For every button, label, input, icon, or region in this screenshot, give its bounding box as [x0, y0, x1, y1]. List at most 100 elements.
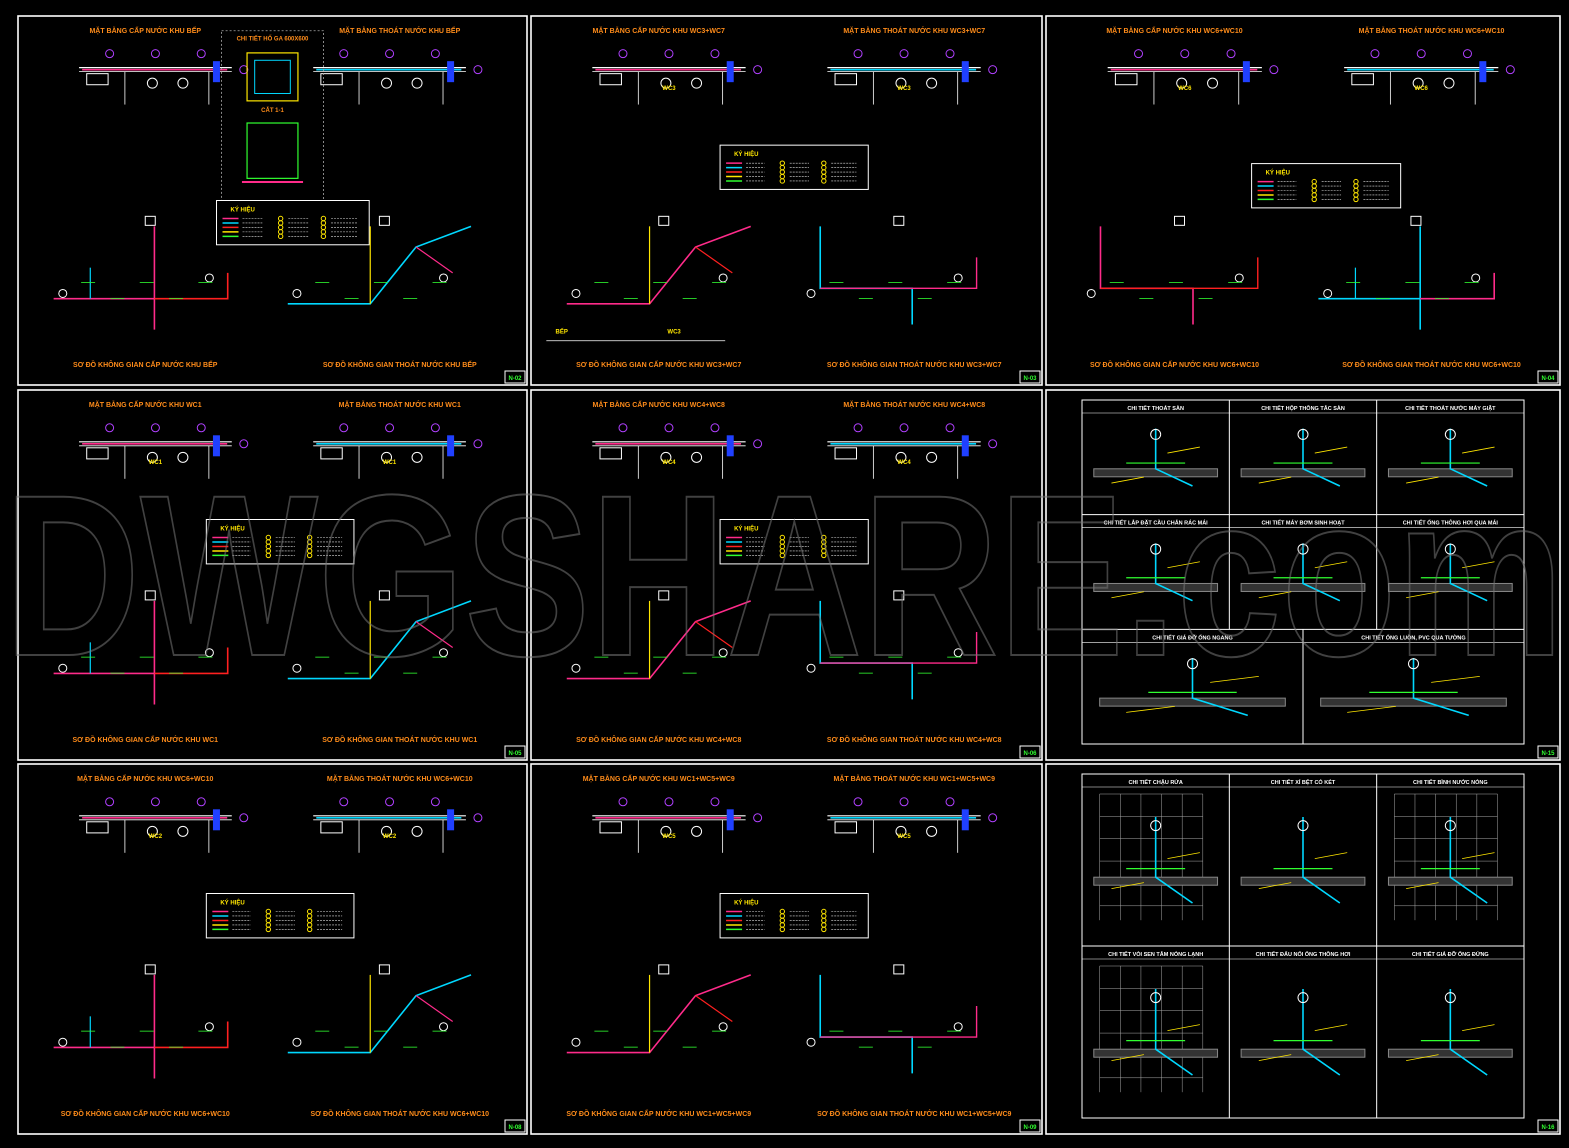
floor-slab — [1387, 468, 1513, 478]
grid-bubble — [385, 797, 395, 807]
fixture-sink — [834, 447, 858, 460]
fixture-sink — [86, 447, 109, 460]
floor-slab — [1320, 697, 1507, 707]
legend-symbol — [265, 917, 272, 924]
drainage-plan-view — [313, 797, 483, 853]
legend-symbol — [1353, 192, 1359, 198]
leader-line — [1167, 1024, 1200, 1031]
manhole-plan-inner — [254, 59, 291, 94]
leader-line — [1406, 1054, 1439, 1061]
sheet-number-box — [504, 370, 526, 384]
detail-drawing — [1093, 543, 1219, 602]
room-label-supply: WC1 — [149, 460, 163, 466]
detail-cell-title: CHI TIẾT XÍ BỆT CÓ KÉT — [1271, 778, 1336, 786]
detail-cell-title: CHI TIẾT MÁY BƠM SINH HOẠT — [1261, 520, 1345, 527]
supply-plan-title: MẶT BẰNG CẤP NƯỚC KHU WC6+WC10 — [1106, 25, 1242, 35]
drainage-plan-view — [827, 423, 998, 479]
legend-symbol — [306, 543, 313, 550]
grid-bubble — [339, 797, 349, 807]
fixture-basin — [177, 825, 189, 837]
fixture-toilet — [895, 77, 907, 89]
pipe-line — [53, 226, 156, 330]
detail-drawing — [1093, 965, 1219, 1093]
water-meter-box — [378, 215, 390, 226]
legend-symbol — [306, 908, 313, 915]
riser-block — [212, 61, 220, 83]
legend-symbol — [265, 534, 272, 541]
grid-bubble — [753, 65, 763, 75]
grid-bubble — [196, 797, 206, 807]
floor-slab — [1387, 1048, 1513, 1058]
leader-line — [1167, 852, 1200, 859]
fixture-symbol — [292, 663, 302, 673]
drainage-isometric — [287, 590, 472, 680]
legend-symbol — [779, 178, 786, 184]
manhole-section — [246, 122, 299, 179]
sheet-border — [17, 15, 528, 386]
detail-pipe — [1412, 658, 1469, 717]
supply-isometric-title: SƠ ĐỒ KHÔNG GIAN CẤP NƯỚC KHU WC3+WC7 — [576, 359, 741, 369]
fixture-toilet — [381, 77, 393, 89]
fixture-sink — [86, 821, 109, 834]
sheet-number-box — [1537, 745, 1559, 759]
legend-symbol — [779, 548, 786, 554]
drainage-plan-title: MẶT BẰNG THOÁT NƯỚC KHU WC1 — [339, 400, 461, 409]
fixture-basin — [411, 77, 423, 89]
grid-bubble — [664, 49, 674, 59]
leader-line — [1347, 706, 1396, 713]
drainage-isometric — [806, 964, 978, 1074]
legend-symbol — [779, 164, 786, 171]
leader-line — [1167, 561, 1200, 569]
detail-pipe — [1154, 543, 1193, 602]
grid-bubble — [239, 813, 249, 823]
legend-border — [719, 519, 869, 565]
supply-plan-view — [592, 423, 763, 479]
drainage-isometric-title: SƠ ĐỒ KHÔNG GIAN THOÁT NƯỚC KHU WC6+WC10 — [310, 1108, 489, 1118]
legend-symbol — [779, 539, 786, 545]
sheet-number: N-06 — [1023, 751, 1037, 757]
fixture-sink — [834, 821, 858, 834]
leader-line — [1111, 882, 1144, 889]
grid-bubble — [1416, 49, 1426, 59]
fixture-basin — [926, 77, 938, 89]
legend-symbol — [779, 173, 786, 180]
leader-line — [1167, 446, 1200, 454]
riser-block — [961, 809, 969, 831]
legend-symbol — [779, 908, 786, 915]
fixture-sink — [86, 73, 109, 86]
leader-line — [1111, 1054, 1144, 1061]
sheet-number: N-03 — [1023, 376, 1037, 382]
grid-bubble — [664, 423, 674, 433]
supply-plan-title: MẶT BẰNG CẤP NƯỚC KHU WC1 — [89, 399, 202, 409]
grid-bubble — [150, 797, 160, 807]
fixture-symbol — [718, 1022, 728, 1032]
sheet-number-box — [1019, 1119, 1041, 1133]
fixture-symbol — [953, 648, 963, 658]
pipe-line — [53, 600, 156, 705]
pipe-line — [695, 621, 733, 649]
detail-pipe — [1449, 817, 1488, 904]
grid-bubble — [473, 439, 483, 449]
leader-line — [1462, 561, 1495, 569]
fixture-symbol — [439, 273, 449, 283]
dimension-label-b: WC3 — [667, 329, 681, 335]
leader-line — [1126, 706, 1175, 713]
grid-bubble — [196, 423, 206, 433]
legend-symbol — [779, 534, 786, 541]
fixture-symbol — [571, 663, 581, 673]
legend-title: KÝ HIỆU — [220, 525, 244, 533]
detail-fixture — [1444, 543, 1456, 555]
legend-table: KÝ HIỆU — [719, 144, 869, 190]
drainage-isometric — [287, 964, 472, 1054]
drainage-isometric — [806, 590, 978, 700]
